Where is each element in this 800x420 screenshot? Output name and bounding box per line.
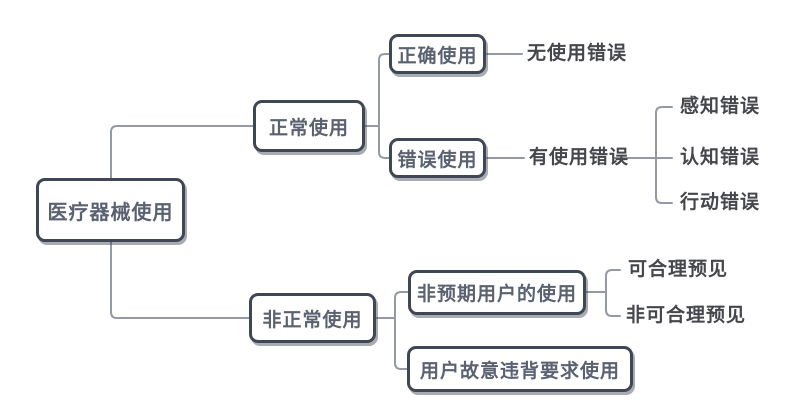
- label-not-reasonably-foreseeable[interactable]: 非可合理预见: [626, 305, 747, 326]
- connector-root-to-normal: [110, 125, 254, 179]
- connector-abnormal-to-intentional: [394, 317, 408, 370]
- node-wrong-use[interactable]: 错误使用: [389, 138, 486, 178]
- label-action-error[interactable]: 行动错误: [680, 192, 761, 213]
- connector-normal-to-wrong: [378, 125, 390, 159]
- connector-unintended-to-foreseeable: [605, 269, 621, 293]
- label-no-use-error[interactable]: 无使用错误: [527, 43, 628, 64]
- connector-root-to-abnormal: [110, 241, 250, 319]
- label-perception-error[interactable]: 感知错误: [680, 96, 761, 117]
- connector-abnormal-to-unintended: [394, 291, 409, 319]
- label-cognition-error[interactable]: 认知错误: [680, 147, 761, 168]
- node-abnormal-use[interactable]: 非正常使用: [249, 293, 376, 343]
- node-unintended-user-use[interactable]: 非预期用户的使用: [408, 270, 586, 315]
- connector-normal-to-correct: [378, 53, 390, 127]
- connector-haserror-to-perception: [655, 106, 673, 159]
- node-correct-use[interactable]: 正确使用: [389, 34, 486, 74]
- connector-haserror-to-action: [655, 157, 673, 204]
- connector-unintended-to-notforeseeable: [605, 291, 621, 317]
- node-normal-use[interactable]: 正常使用: [253, 100, 365, 152]
- node-intentional-violation-use[interactable]: 用户故意违背要求使用: [407, 346, 633, 392]
- label-reasonably-foreseeable[interactable]: 可合理预见: [628, 259, 729, 280]
- label-has-use-error[interactable]: 有使用错误: [529, 147, 630, 168]
- node-medical-device-use[interactable]: 医疗器械使用: [36, 178, 185, 242]
